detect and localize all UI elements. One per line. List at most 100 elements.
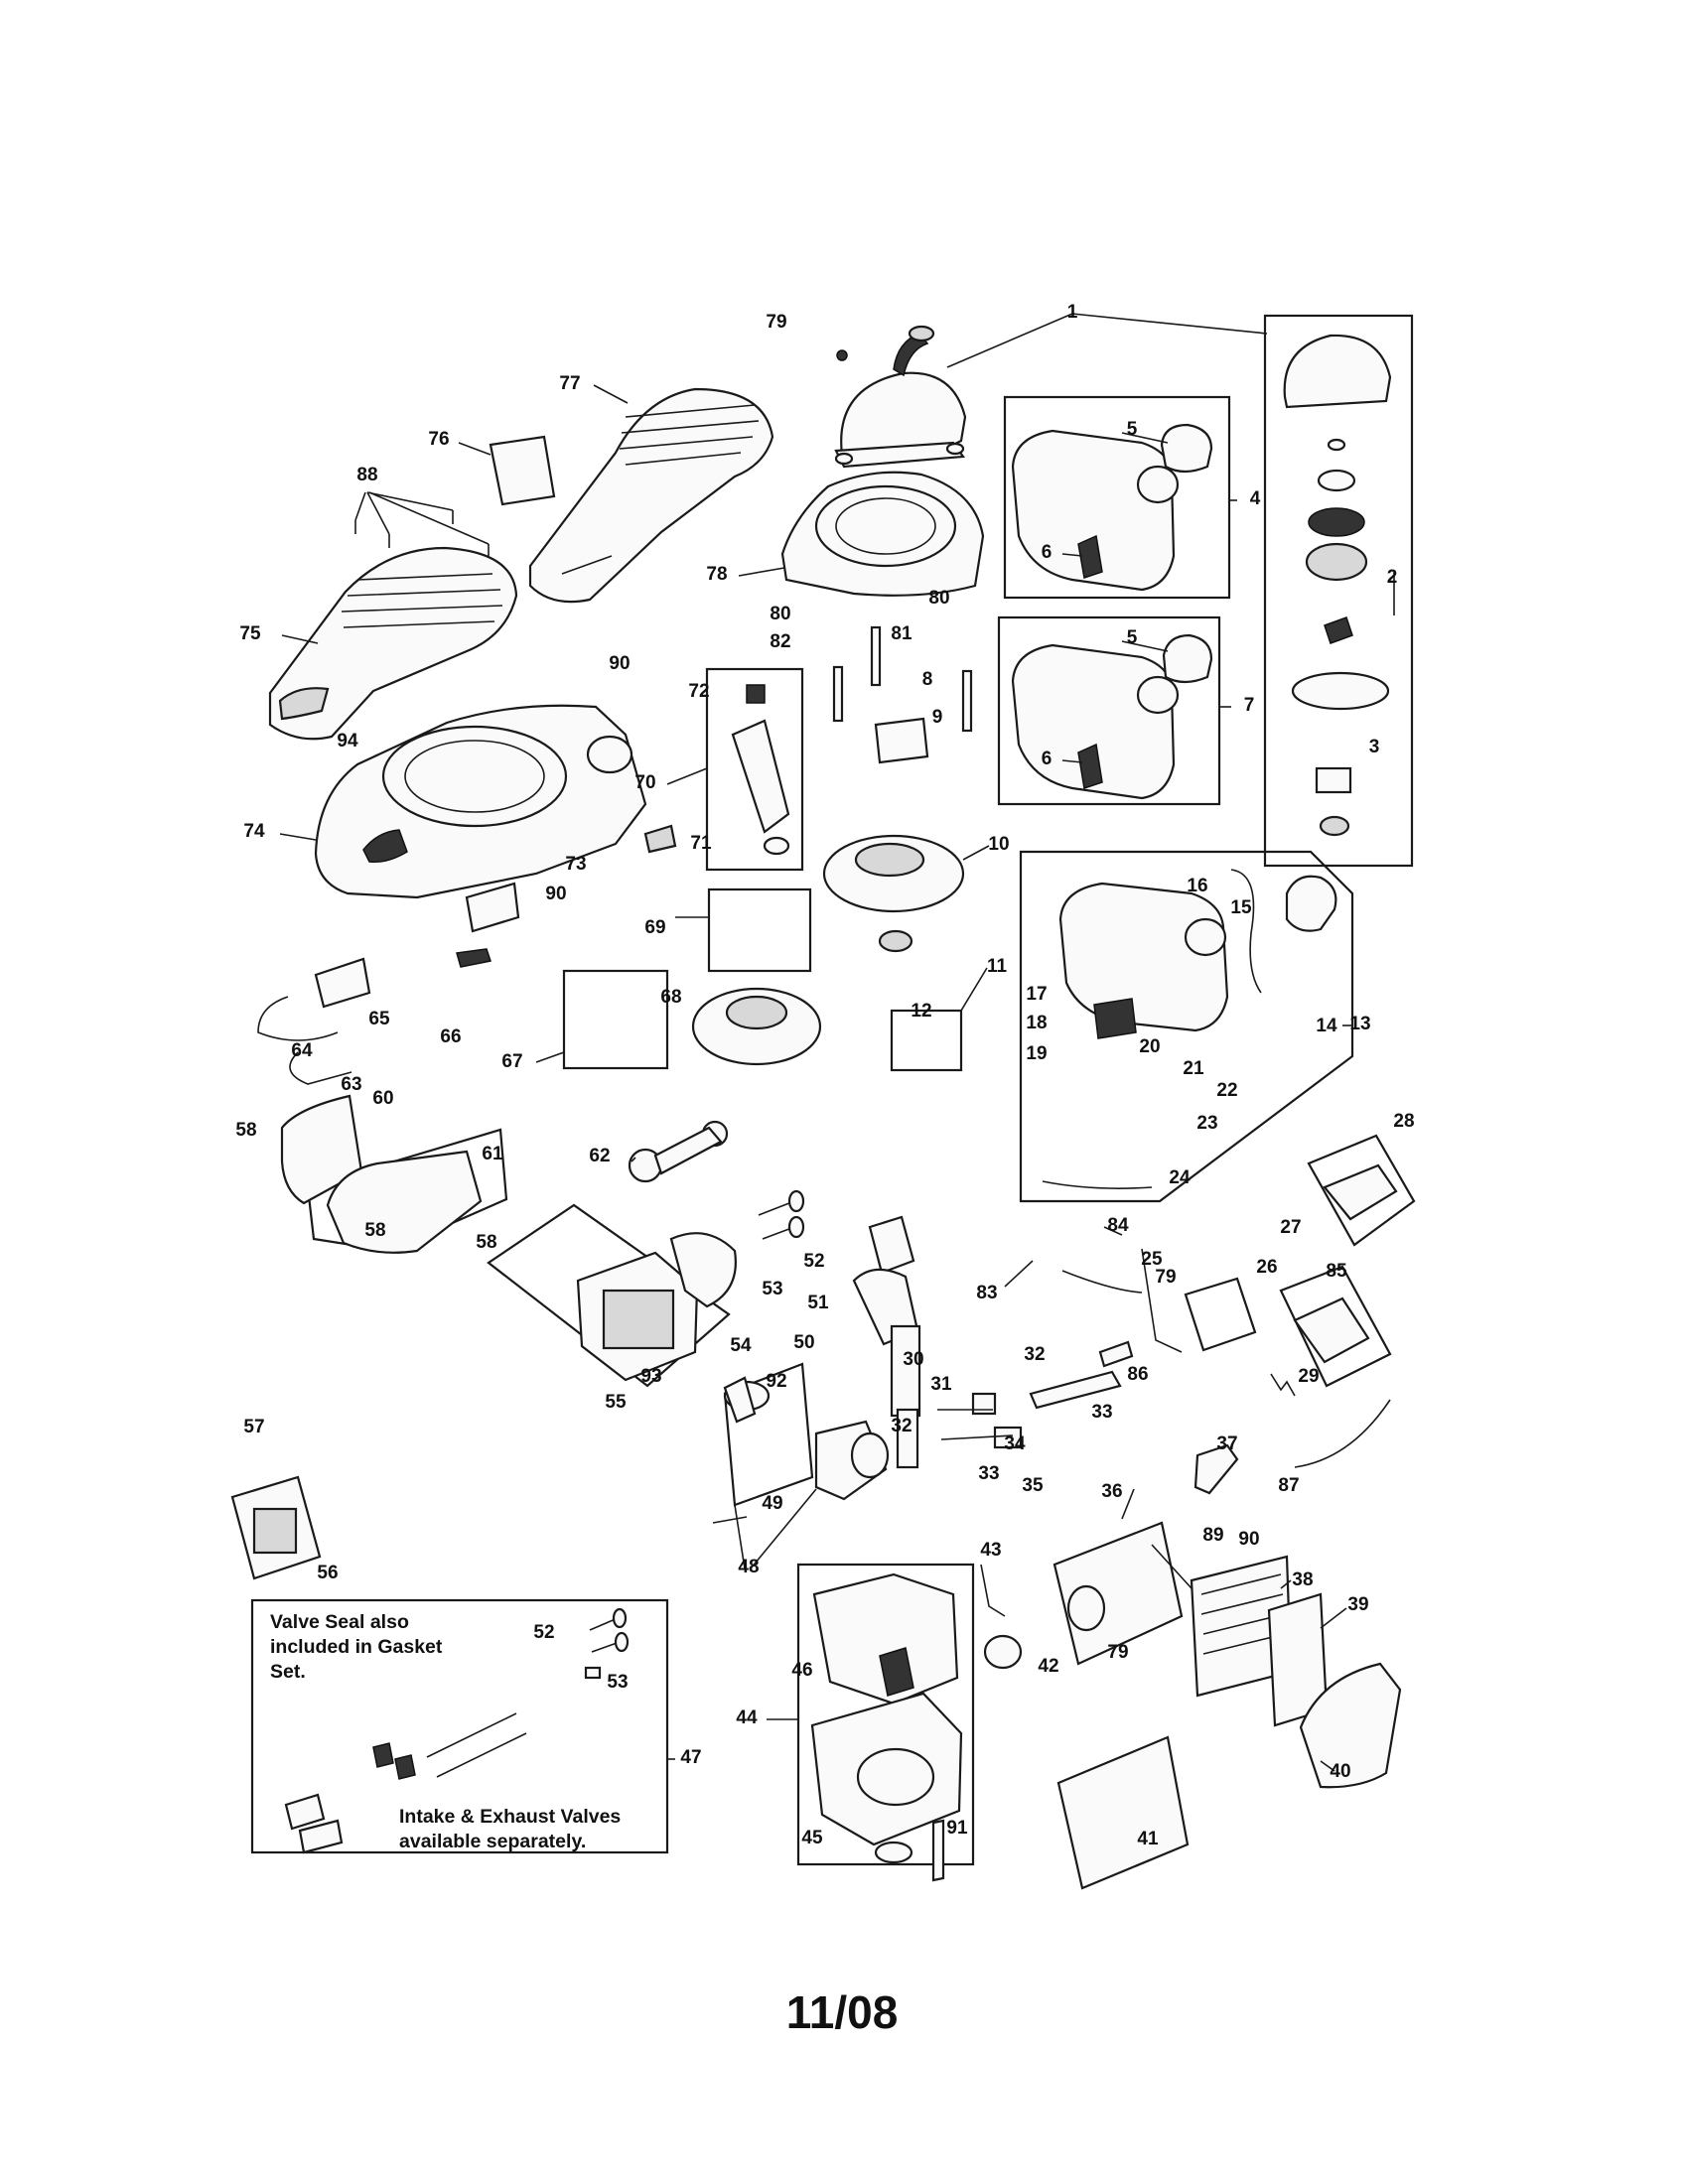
callout-8: 8	[922, 669, 933, 690]
flywheel	[691, 834, 965, 1066]
callout-77: 77	[559, 373, 580, 394]
callout-33: 33	[978, 1463, 999, 1484]
callout-52: 52	[803, 1251, 824, 1272]
callout-81: 81	[891, 623, 912, 644]
callout-68: 68	[660, 987, 681, 1008]
callout-79: 79	[1107, 1642, 1128, 1663]
callout-43: 43	[980, 1540, 1001, 1561]
ignition-module	[257, 882, 520, 1085]
callout-24: 24	[1169, 1167, 1191, 1188]
callout-12: 12	[911, 1001, 931, 1022]
callout-83: 83	[976, 1283, 997, 1303]
valve-seal-note: Valve Seal also included in Gasket Set.	[270, 1611, 443, 1683]
callout-31: 31	[930, 1374, 952, 1395]
callout-56: 56	[317, 1563, 338, 1583]
callout-49: 49	[762, 1493, 782, 1514]
callout-41: 41	[1137, 1829, 1159, 1849]
decal-76	[489, 435, 556, 506]
callout-44: 44	[736, 1707, 758, 1728]
box-bracket-28	[1307, 1134, 1416, 1247]
callout-79: 79	[1155, 1267, 1176, 1288]
group-boxes	[250, 314, 1416, 1866]
throttle-linkage	[937, 1340, 1134, 1449]
callout-16: 16	[1187, 876, 1207, 896]
recoil-starter	[834, 325, 967, 469]
callout-14: 14	[1316, 1016, 1337, 1036]
callout-3: 3	[1369, 737, 1380, 757]
callout-50: 50	[793, 1332, 814, 1353]
callout-2: 2	[1387, 567, 1398, 588]
callout-33: 33	[1091, 1402, 1112, 1423]
box-bracket-26	[1184, 1277, 1257, 1352]
box-fuel-tank-13	[1019, 850, 1354, 1203]
callout-52: 52	[533, 1622, 554, 1643]
callout-86: 86	[1127, 1364, 1148, 1385]
box-fuel-tank-7	[997, 615, 1221, 806]
callout-19: 19	[1026, 1043, 1047, 1064]
callout-26: 26	[1256, 1257, 1277, 1278]
callout-70: 70	[634, 772, 655, 793]
callout-55: 55	[605, 1392, 627, 1413]
callout-23: 23	[1196, 1113, 1217, 1134]
callout-35: 35	[1022, 1475, 1044, 1496]
callout-64: 64	[291, 1040, 313, 1061]
callout-17: 17	[1026, 984, 1047, 1005]
box-recoil-starter-kit	[1263, 314, 1414, 868]
callout-5: 5	[1127, 627, 1138, 648]
callout-58: 58	[364, 1220, 385, 1241]
callout-71: 71	[690, 833, 712, 854]
fuel-tank-4	[1011, 423, 1213, 592]
callout-58: 58	[476, 1232, 496, 1253]
callout-89: 89	[1202, 1525, 1223, 1546]
callout-25: 25	[1141, 1249, 1163, 1270]
callout-51: 51	[807, 1293, 829, 1313]
callout-28: 28	[1393, 1111, 1414, 1132]
fuel-tank-7	[1011, 633, 1213, 800]
callout-6: 6	[1042, 542, 1052, 563]
callout-85: 85	[1326, 1261, 1347, 1282]
box-governor-67	[562, 969, 669, 1070]
callout-32: 32	[891, 1416, 912, 1436]
box-fuel-tank-4	[1003, 395, 1231, 600]
callout-72: 72	[688, 681, 709, 702]
date-code: 11/08	[785, 1986, 899, 2038]
spring-29	[1270, 1373, 1296, 1397]
callout-84: 84	[1107, 1215, 1129, 1236]
breather-tube	[1193, 1443, 1239, 1495]
fuel-tank-13	[1042, 869, 1337, 1189]
callout-36: 36	[1101, 1481, 1122, 1502]
callout-20: 20	[1139, 1036, 1160, 1057]
callout-75: 75	[239, 623, 261, 644]
box-gasket-set-47	[250, 1598, 669, 1854]
callout-18: 18	[1026, 1013, 1047, 1033]
callout-53: 53	[607, 1672, 628, 1693]
carburetor	[723, 1376, 890, 1501]
callout-30: 30	[903, 1349, 923, 1370]
valve-cover	[230, 1475, 322, 1580]
screws-88	[354, 510, 490, 558]
callout-10: 10	[988, 834, 1009, 855]
callout-62: 62	[589, 1146, 610, 1166]
callout-46: 46	[791, 1660, 812, 1681]
cylinder-head	[576, 1232, 737, 1382]
callout-91: 91	[946, 1818, 968, 1839]
callout-40: 40	[1330, 1761, 1350, 1782]
callout-74: 74	[243, 821, 265, 842]
callout-63: 63	[341, 1074, 361, 1095]
callout-48: 48	[738, 1557, 759, 1577]
oil-fill-tube	[731, 684, 790, 856]
callout-7: 7	[1244, 695, 1255, 716]
plug-42	[980, 1564, 1023, 1670]
callout-87: 87	[1278, 1475, 1299, 1496]
callout-90: 90	[1238, 1529, 1259, 1550]
callout-65: 65	[368, 1009, 390, 1029]
callout-22: 22	[1216, 1080, 1237, 1101]
governor-linkage	[1061, 1248, 1391, 1468]
callout-60: 60	[372, 1088, 393, 1109]
blower-housing	[780, 471, 985, 597]
callout-90: 90	[609, 653, 630, 674]
callout-1: 1	[1067, 302, 1078, 323]
callout-79: 79	[766, 312, 786, 333]
